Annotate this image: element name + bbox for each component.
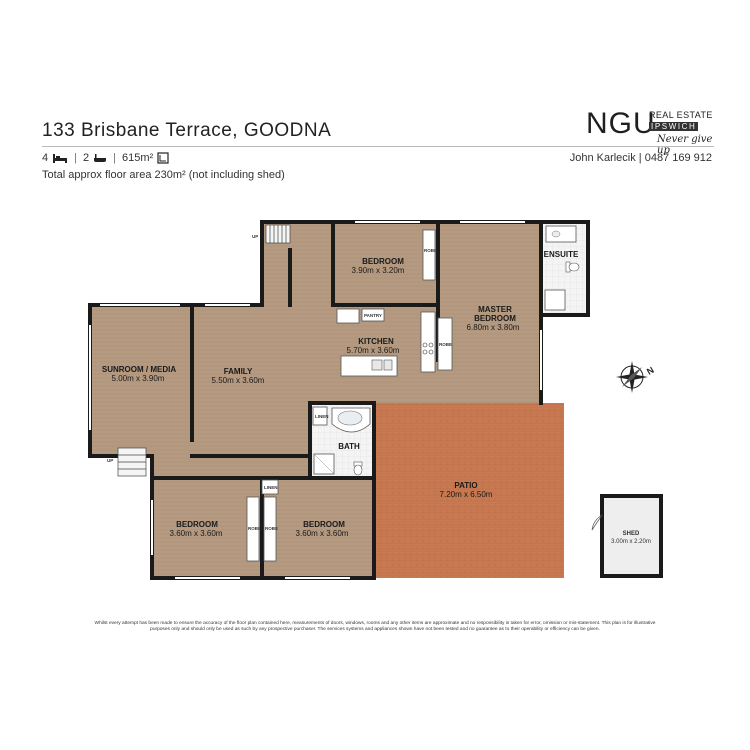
svg-text:N: N bbox=[645, 365, 656, 377]
bedroom-left-floor bbox=[152, 478, 262, 578]
robes bbox=[246, 229, 453, 562]
room-dims-kitchen: 5.70m x 3.60m bbox=[347, 346, 400, 355]
room-label-bedroom-left: BEDROOM bbox=[176, 520, 218, 529]
robe-label: ROBE bbox=[439, 342, 452, 347]
kitchen-counters bbox=[336, 308, 436, 377]
agency-logo: NGU REAL ESTATE IPSWICH Never give up bbox=[586, 107, 716, 156]
room-label-bath: BATH bbox=[338, 442, 360, 451]
linen-label: LINEN bbox=[315, 414, 329, 419]
patio-floor bbox=[374, 403, 564, 578]
linen-cupboards bbox=[261, 406, 328, 495]
bed-icon bbox=[52, 153, 68, 163]
room-label-master-1: MASTER bbox=[478, 305, 512, 314]
ensuite-fixtures bbox=[544, 225, 580, 311]
land-size: 615m² bbox=[121, 152, 154, 164]
shed-floor bbox=[602, 496, 661, 576]
disclaimer: Whilst every attempt has been made to en… bbox=[94, 621, 656, 632]
stairs-up-label: UP bbox=[107, 458, 113, 463]
robe-label: ROBE bbox=[424, 248, 437, 253]
room-dims-shed: 3.00m x 2.20m bbox=[611, 539, 651, 545]
bath-count: 2 bbox=[82, 152, 90, 164]
main-floor bbox=[90, 222, 588, 478]
linen-bath bbox=[312, 406, 328, 426]
property-address: 133 Brisbane Terrace, GOODNA bbox=[42, 120, 332, 141]
robe-label: ROBE bbox=[265, 526, 278, 531]
robe-master bbox=[437, 317, 453, 371]
stairs-top bbox=[265, 224, 291, 244]
robe-left bbox=[246, 496, 260, 562]
cooktop bbox=[422, 342, 434, 355]
kitchen-island bbox=[340, 355, 398, 377]
header-divider bbox=[42, 146, 714, 147]
linen-hall bbox=[261, 479, 279, 495]
kitchen-cabinet bbox=[336, 308, 360, 324]
room-label-ensuite: ENSUITE bbox=[544, 250, 579, 259]
kitchen-bench bbox=[420, 311, 436, 373]
land-area-icon bbox=[157, 152, 169, 164]
interior-wall bbox=[331, 220, 440, 307]
windows bbox=[89, 221, 542, 579]
sink bbox=[371, 359, 393, 371]
room-dims-bedroom-left: 3.60m x 3.60m bbox=[170, 529, 223, 538]
linen-label: LINEN bbox=[264, 485, 278, 490]
robe-right bbox=[263, 496, 277, 562]
agent-contact: John Karlecik | 0487 169 912 bbox=[569, 152, 712, 164]
room-label-patio: PATIO bbox=[454, 481, 477, 490]
room-label-bedroom-top: BEDROOM bbox=[362, 257, 404, 266]
shed-wall bbox=[600, 494, 663, 578]
room-dims-sunroom: 5.00m x 3.90m bbox=[112, 374, 165, 383]
room-label-family: FAMILY bbox=[224, 367, 253, 376]
room-dims-family: 5.50m x 3.60m bbox=[212, 376, 265, 385]
bath-toilet bbox=[353, 461, 363, 476]
room-dims-patio: 7.20m x 6.50m bbox=[440, 490, 493, 499]
logo-line2: IPSWICH bbox=[649, 122, 699, 131]
room-dims-master: 6.80m x 3.80m bbox=[467, 323, 520, 332]
outer-wall bbox=[88, 220, 376, 580]
stairs-left bbox=[117, 447, 147, 477]
bedroom-right-floor bbox=[262, 478, 374, 578]
stats-separator: | bbox=[74, 152, 77, 164]
floor-area-note: Total approx floor area 230m² (not inclu… bbox=[42, 169, 285, 181]
room-label-kitchen: KITCHEN bbox=[358, 337, 394, 346]
compass-icon: N bbox=[616, 361, 656, 393]
robe-top bbox=[422, 229, 436, 281]
bed-count: 4 bbox=[42, 152, 49, 164]
room-label-shed: SHED bbox=[623, 531, 640, 537]
logo-slogan: Never give up bbox=[657, 134, 713, 156]
room-label-master-2: BEDROOM bbox=[474, 314, 516, 323]
pantry bbox=[361, 308, 385, 322]
room-dims-bedroom-top: 3.90m x 3.20m bbox=[352, 266, 405, 275]
room-label-sunroom: SUNROOM / MEDIA bbox=[102, 365, 176, 374]
robe-label: ROBE bbox=[248, 526, 261, 531]
shed-door bbox=[591, 514, 603, 531]
property-stats: 4 | 2 | 615m² bbox=[42, 152, 169, 164]
room-dims-bedroom-right: 3.60m x 3.60m bbox=[296, 529, 349, 538]
stats-separator: | bbox=[113, 152, 116, 164]
logo-line1: REAL ESTATE bbox=[649, 110, 713, 120]
bathtub-icon bbox=[93, 153, 107, 163]
bath-shower bbox=[313, 453, 335, 475]
pantry-label: PANTRY bbox=[364, 313, 382, 318]
stairs-up-label: UP bbox=[252, 234, 258, 239]
logo-wordmark: NGU bbox=[586, 107, 656, 140]
room-label-bedroom-right: BEDROOM bbox=[303, 520, 345, 529]
bathtub bbox=[331, 407, 371, 433]
